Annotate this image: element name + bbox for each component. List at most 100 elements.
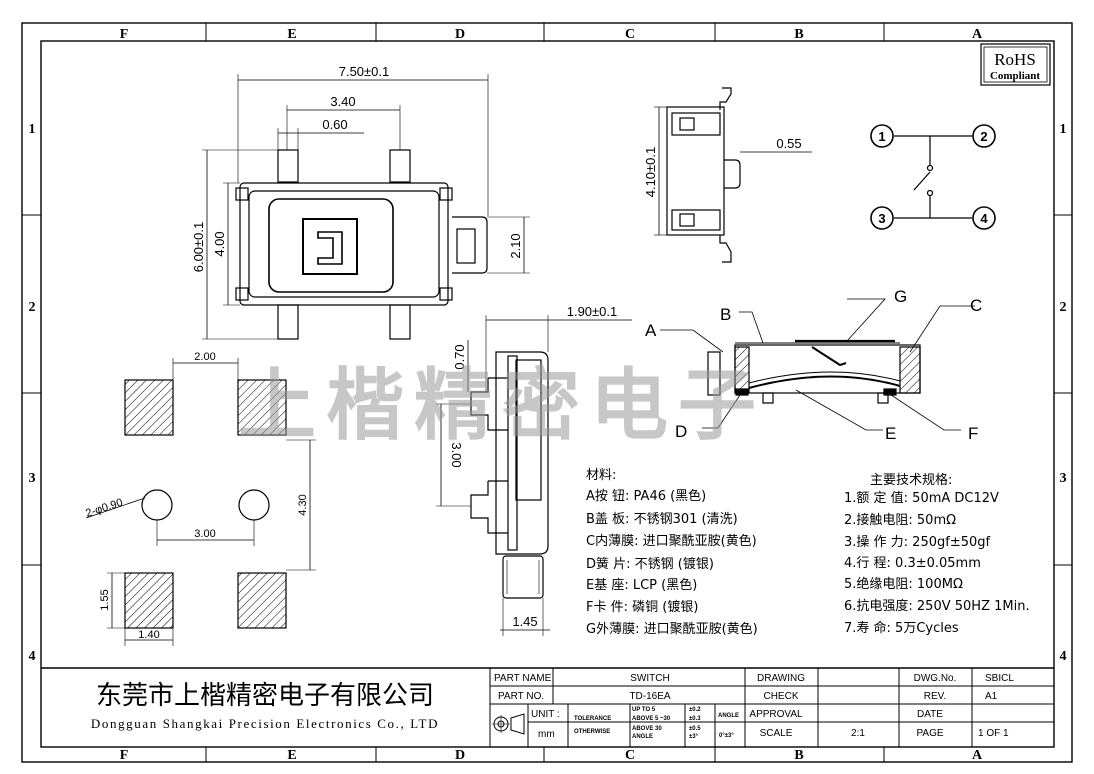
top-view	[202, 74, 530, 340]
rohs-subtitle: Compliant	[990, 70, 1040, 82]
tol-val-2: ±0.3	[689, 716, 701, 722]
dwg-no-label: DWG.No.	[914, 673, 957, 684]
zone-row-3: 3	[29, 471, 36, 486]
material-e: E基 座: LCP (黑色)	[586, 577, 697, 593]
spec-4: 4.行 程: 0.3±0.05mm	[844, 556, 981, 571]
dim-front-lead: 0.70	[452, 344, 467, 369]
cross-section	[660, 298, 975, 431]
dim-pcb-vertical: 4.30	[297, 494, 309, 515]
date-label: DATE	[917, 709, 943, 720]
material-g: G外薄膜: 进口聚酰亚胺(黄色)	[586, 621, 758, 637]
callout-b: B	[720, 305, 731, 324]
dim-top-stem: 2.10	[508, 233, 523, 258]
materials-title: 材料:	[586, 468, 616, 483]
zone-col-a-bottom: A	[972, 748, 983, 763]
dim-pcb-gap: 2.00	[194, 351, 215, 363]
rev-label: REV.	[924, 691, 946, 702]
zone-col-d: D	[455, 27, 465, 42]
schematic-pins: 1 2 3 4	[878, 129, 988, 226]
materials-list: 材料: A按 钮: PA46 (黑色) B盖 板: 不锈钢301 (清洗) C内…	[586, 468, 758, 637]
tol-val-1: ±0.2	[689, 707, 701, 713]
spec-2: 2.接触电阻: 50mΩ	[844, 512, 956, 528]
zone-labels-right: 1 2 3 4	[1060, 122, 1067, 664]
zone-col-b-bottom: B	[794, 748, 803, 763]
unit-label: UNIT :	[531, 709, 560, 720]
dim-pcb-pad-w: 1.40	[138, 629, 159, 641]
scale-value: 2:1	[851, 728, 865, 739]
page-value: 1 OF 1	[978, 728, 1009, 739]
unit-value: mm	[538, 729, 555, 740]
zone-col-c-bottom: C	[625, 748, 635, 763]
spec-1: 1.额 定 值: 50mA DC12V	[844, 490, 999, 506]
material-a: A按 钮: PA46 (黑色)	[586, 488, 706, 504]
scale-label: SCALE	[760, 728, 793, 739]
pin-4: 4	[980, 211, 988, 226]
watermark: 上楷精密电子	[238, 361, 766, 451]
tol-val-angle: ±3°	[689, 734, 699, 740]
zone-col-e: E	[287, 27, 296, 42]
spec-7: 7.寿 命: 5万Cycles	[844, 620, 959, 636]
drawing-label: DRAWING	[757, 673, 805, 684]
zone-col-e-bottom: E	[287, 748, 296, 763]
dwg-no-value: SBICL	[985, 673, 1014, 684]
spec-5: 5.绝缘电阻: 100MΩ	[844, 576, 963, 592]
callout-c: C	[970, 296, 982, 315]
tolerance-label: TOLERANCE	[574, 716, 611, 722]
dim-top-height: 6.00±0.1	[191, 222, 206, 273]
part-name-value: SWITCH	[630, 673, 669, 684]
rohs-title: RoHS	[994, 50, 1036, 69]
zone-row-4-right: 4	[1060, 649, 1067, 664]
tol-row-2: ABOVE 5 ~30	[632, 716, 671, 722]
specs-title: 主要技术规格:	[870, 472, 952, 488]
dim-top-inner: 4.00	[212, 231, 227, 256]
side-view	[654, 87, 812, 263]
zone-row-1: 1	[29, 122, 36, 137]
company-name-en: Dongguan Shangkai Precision Electronics …	[91, 716, 439, 731]
otherwise-label: OTHERWISE	[574, 729, 610, 735]
dim-front-pitch: 3.00	[449, 442, 464, 467]
rev-value: A1	[985, 691, 998, 702]
callout-d: D	[675, 422, 687, 441]
spec-6: 6.抗电强度: 250V 50HZ 1Min.	[844, 598, 1030, 614]
part-name-label: PART NAME	[494, 673, 552, 684]
zone-labels-top: F E D C B A	[120, 27, 983, 42]
callout-g: G	[894, 287, 907, 306]
material-d: D簧 片: 不锈钢 (镀银)	[586, 556, 714, 572]
part-no-value: TD-16EA	[629, 691, 670, 702]
zone-labels-bottom: F E D C B A	[120, 748, 983, 763]
dim-side-height: 4.10±0.1	[643, 147, 658, 198]
front-view	[436, 315, 632, 636]
rohs-badge: RoHS Compliant	[980, 43, 1051, 86]
callout-f: F	[968, 424, 978, 443]
callout-e: E	[885, 424, 896, 443]
dim-top-pitch: 3.40	[330, 94, 355, 109]
dim-top-width: 7.50±0.1	[339, 64, 390, 79]
callout-labels: A B C D E F G	[645, 287, 982, 443]
drawing-frame	[21, 22, 1073, 763]
zone-col-f-bottom: F	[120, 748, 129, 763]
material-b: B盖 板: 不锈钢301 (清洗)	[586, 512, 738, 527]
dim-pcb-hole-pitch: 3.00	[194, 528, 215, 540]
part-no-label: PART NO.	[498, 691, 544, 702]
pcb-footprint	[85, 358, 316, 646]
dim-top-lead: 0.60	[322, 117, 347, 132]
dim-side-stem: 0.55	[776, 136, 801, 151]
tol-val-3: ±0.5	[689, 726, 701, 732]
material-c: C内薄膜: 进口聚酰亚胺(黄色)	[586, 533, 757, 549]
zone-col-a: A	[972, 27, 983, 42]
material-f: F卡 件: 磷铜 (镀银)	[586, 599, 698, 615]
switch-schematic	[870, 124, 996, 230]
specs-list: 主要技术规格: 1.额 定 值: 50mA DC12V 2.接触电阻: 50mΩ…	[844, 472, 1030, 636]
pin-1: 1	[878, 129, 885, 144]
company-name-cn: 东莞市上楷精密电子有限公司	[96, 681, 434, 711]
zone-row-2: 2	[29, 300, 36, 315]
dim-pcb-pad-h: 1.55	[99, 589, 111, 610]
dim-pcb-holes: 2-φ0.90	[84, 497, 124, 520]
check-label: CHECK	[763, 691, 798, 702]
callout-a: A	[645, 321, 657, 340]
zone-col-d-bottom: D	[455, 748, 465, 763]
angle-value: 0°±3°	[719, 733, 734, 739]
tol-row-angle: ANGLE	[632, 734, 653, 740]
angle-label: ANGLE	[718, 713, 739, 719]
pin-3: 3	[878, 211, 885, 226]
